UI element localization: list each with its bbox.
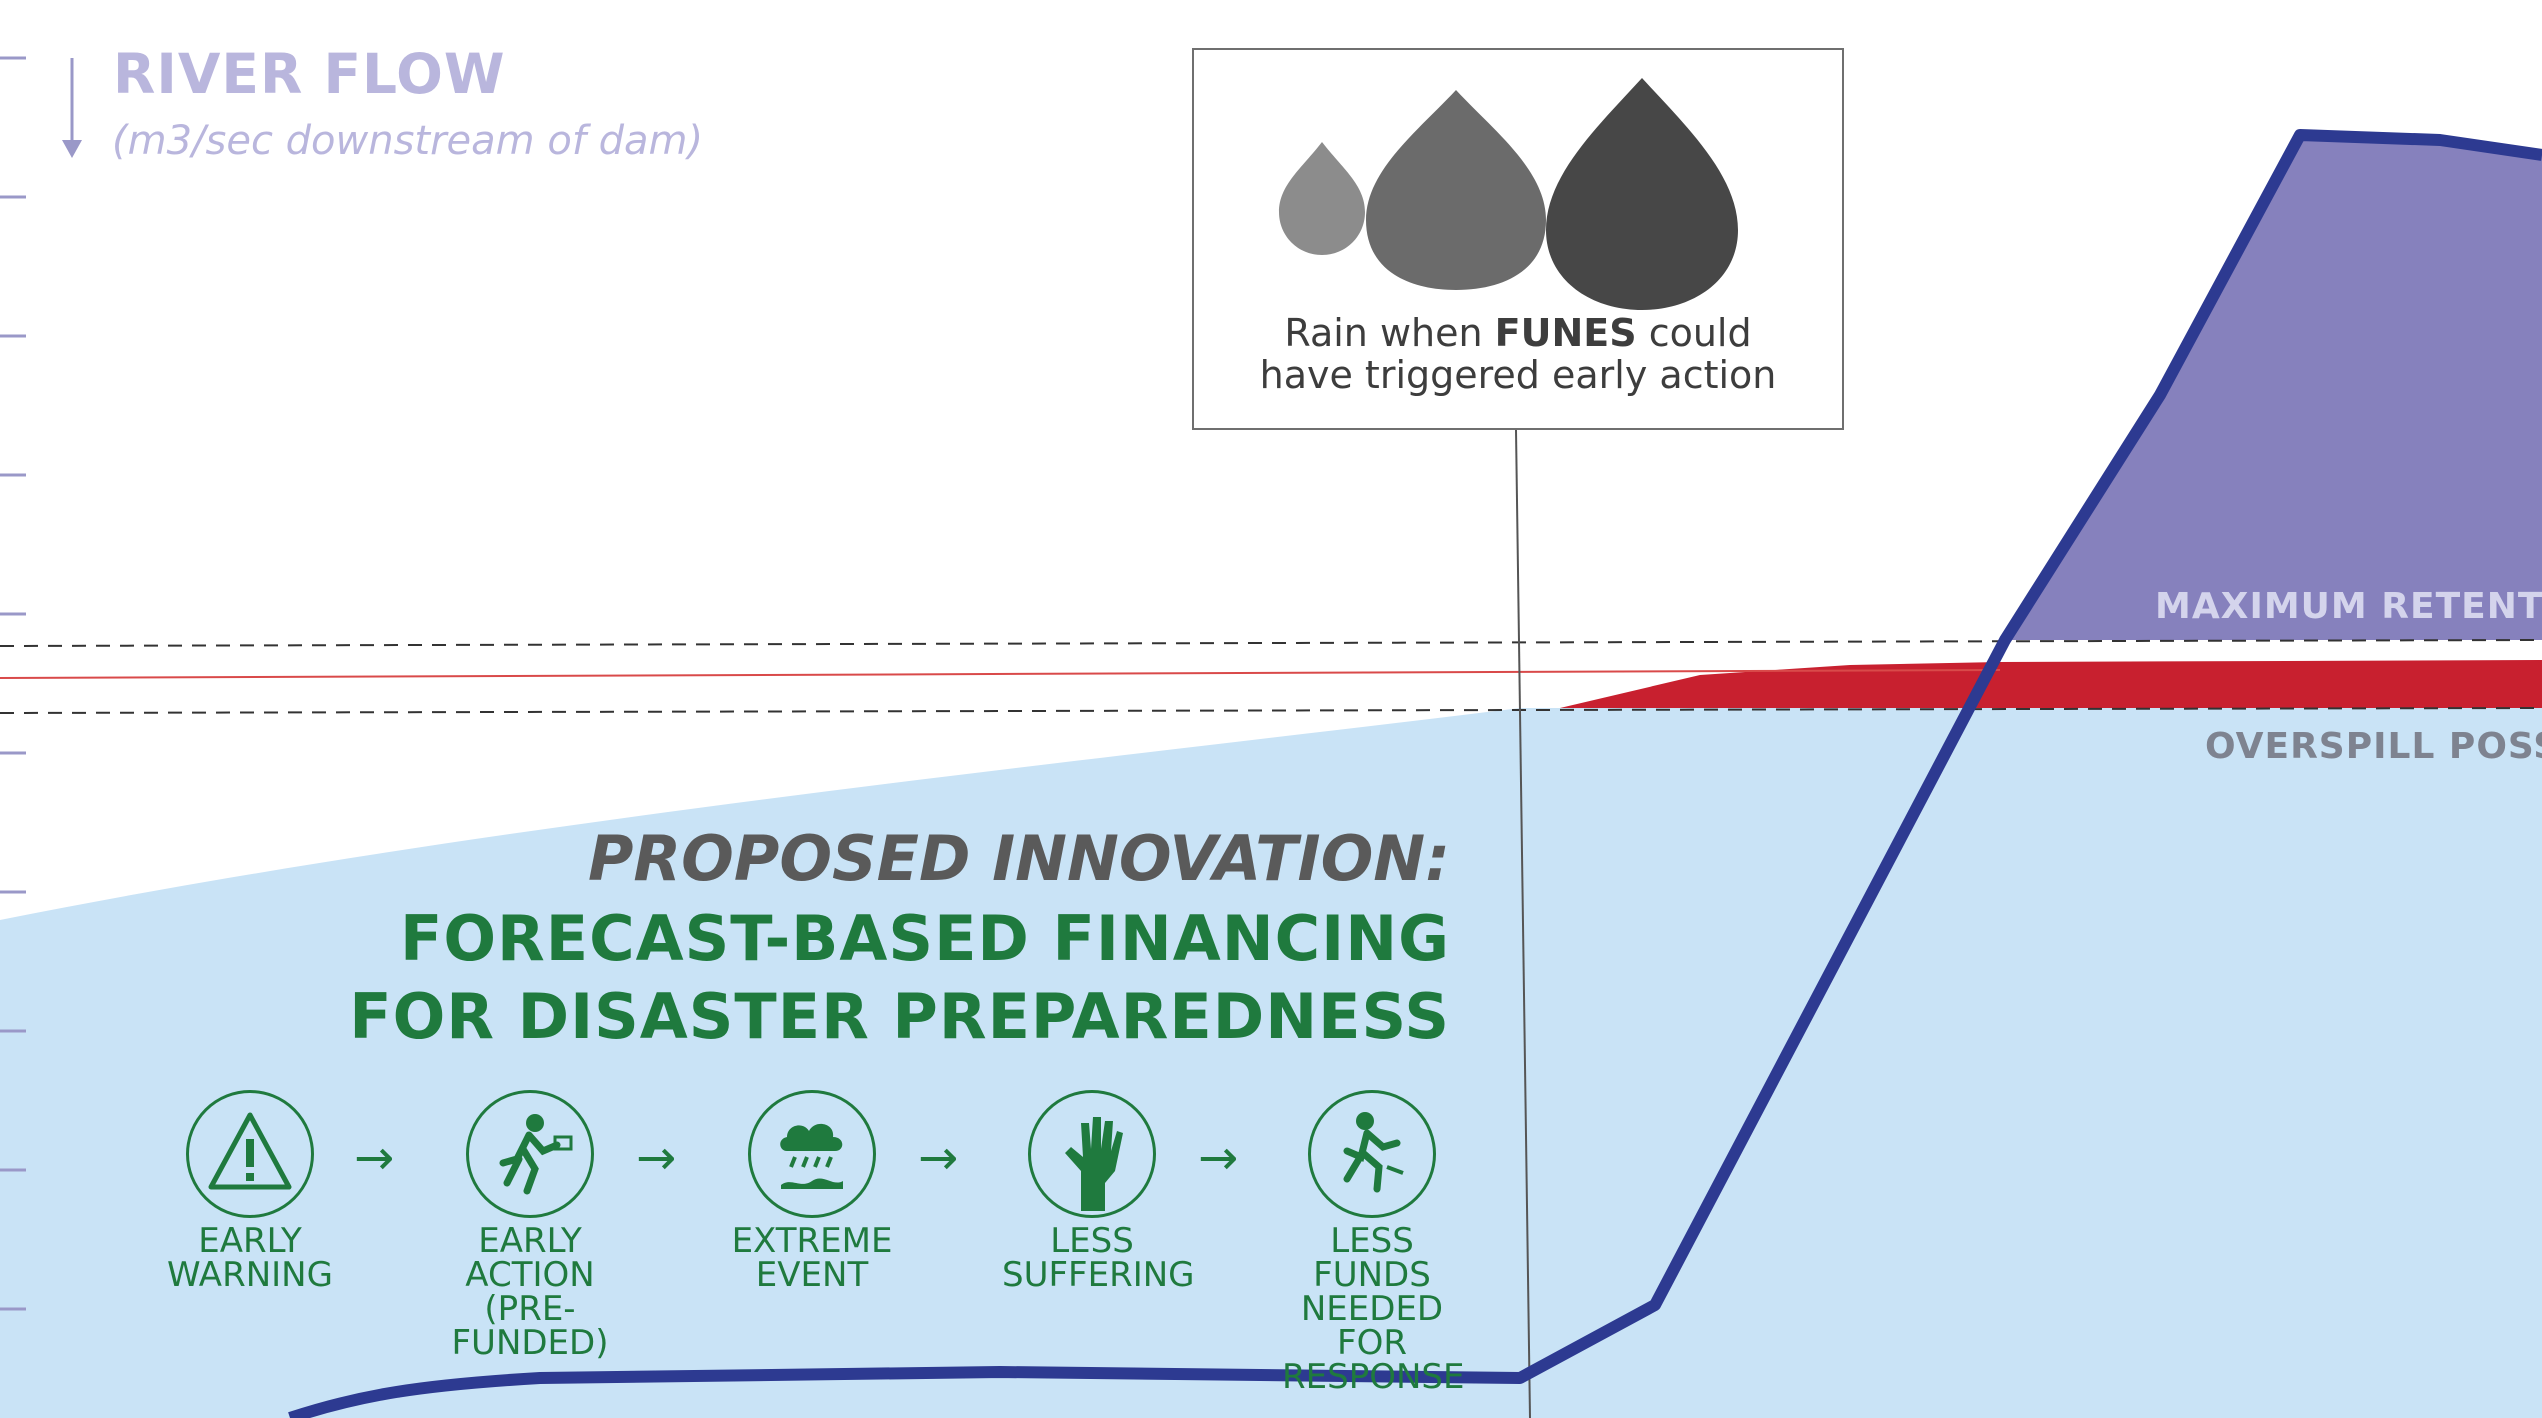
arrow-2: → (636, 1130, 677, 1186)
rain-callout-box: Rain when FUNES could have triggered ear… (1192, 48, 1844, 430)
y-axis-ticks (0, 56, 26, 1311)
reservoir-level-area (0, 708, 2542, 1418)
arrow-3: → (918, 1130, 959, 1186)
rain-caption: Rain when FUNES could have triggered ear… (1259, 311, 1777, 397)
fbf-heading-line2: FOR DISASTER PREPAREDNESS (349, 980, 1450, 1053)
river-flow-line (288, 129, 2542, 1418)
raised-hand-icon (1028, 1090, 1156, 1218)
funes-event-line (1515, 429, 1531, 1418)
arrow-4: → (1198, 1130, 1239, 1186)
warning-icon (186, 1090, 314, 1218)
overspill-band (1560, 660, 2542, 708)
running-person-icon (1308, 1090, 1436, 1218)
running-with-money-icon (466, 1090, 594, 1218)
axis-title: RIVER FLOW (113, 42, 506, 106)
axis-subtitle: (m3/sec downstream of dam) (112, 118, 704, 164)
overspill-possible-label: OVERSPILL POSSIB (2205, 726, 2542, 767)
innovation-title: PROPOSED INNOVATION: (587, 822, 1450, 895)
overspill-possible-line (0, 707, 2542, 714)
axis-down-arrow-icon (62, 58, 82, 158)
arrow-1: → (354, 1130, 395, 1186)
rain-drops-icon (1279, 78, 1738, 310)
small-drop-icon (1279, 142, 1365, 255)
retention-area (2005, 135, 2542, 640)
storm-cloud-icon (748, 1090, 876, 1218)
medium-drop-icon (1366, 90, 1546, 290)
large-drop-icon (1546, 78, 1738, 310)
maximum-retention-line (0, 639, 2542, 647)
fbf-heading-line1: FORECAST-BASED FINANCING (399, 902, 1450, 975)
maximum-retention-label: MAXIMUM RETENTIO (2155, 586, 2542, 627)
flood-threshold-line (0, 669, 2001, 679)
